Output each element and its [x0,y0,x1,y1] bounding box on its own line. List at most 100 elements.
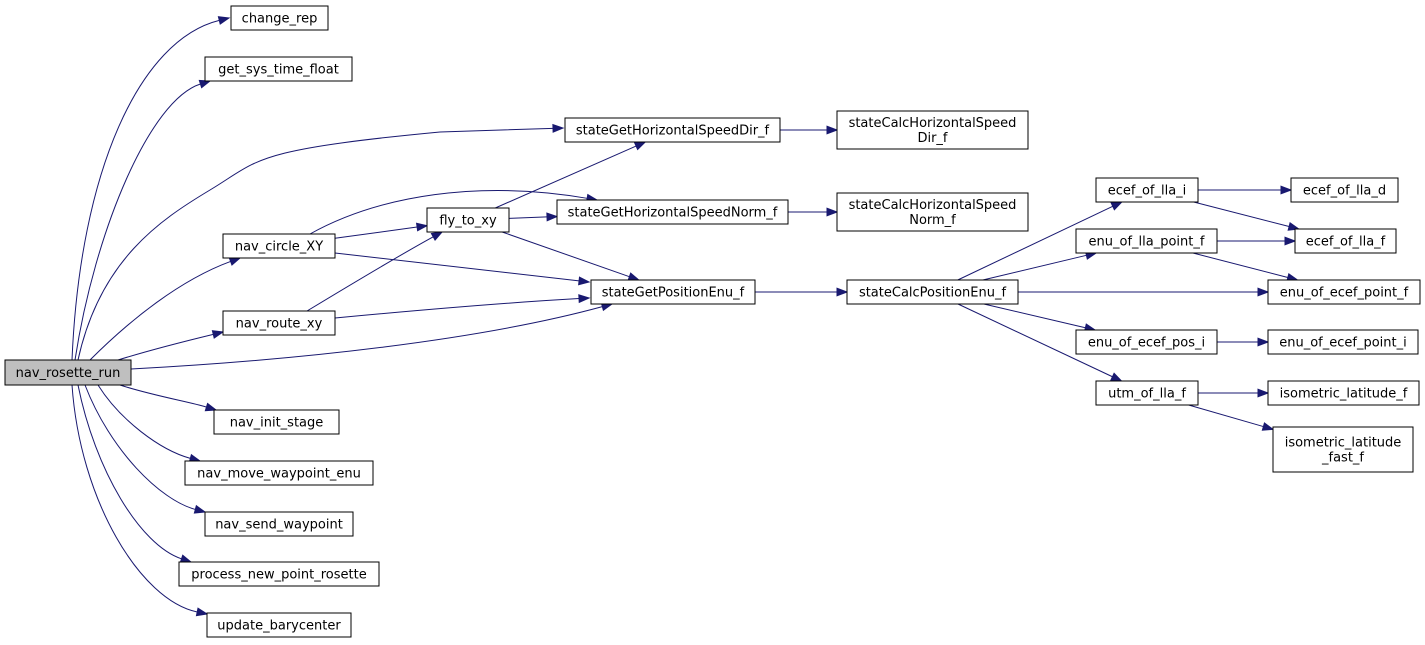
edge-utm_of_lla_f-to-isometric_latitude_fast_f [1188,404,1275,431]
node-isometric-latitude-f[interactable]: isometric_latitude_f [1267,380,1420,406]
node-label: stateCalcPositionEnu_f [859,286,1007,301]
node-ecef-of-lla-i[interactable]: ecef_of_lla_i [1095,177,1199,203]
node-label: enu_of_ecef_pos_i [1088,336,1205,351]
node-ecef-of-lla-f[interactable]: ecef_of_lla_f [1294,228,1397,254]
node-nav-send-waypoint[interactable]: nav_send_waypoint [204,511,354,537]
node-box [1272,426,1414,473]
node-update-barycenter[interactable]: update_barycenter [206,612,352,638]
arrowhead-icon [179,554,193,563]
nodes-layer: nav_rosette_run change_rep get_sys_time_fl… [4,5,1421,638]
edge-nav_rosette_run-to-change_rep [71,16,231,361]
arrowhead-icon [211,330,225,339]
arrowhead-icon [578,294,591,304]
edge-line [1193,201,1290,227]
node-label: nav_send_waypoint [215,518,343,533]
node-utm-of-lla-f[interactable]: utm_of_lla_f [1095,380,1199,406]
node-label: change_rep [242,12,318,27]
node-enu-of-ecef-point-f[interactable]: enu_of_ecef_point_f [1267,279,1421,305]
arrowhead-icon [1257,337,1270,347]
edge-nav_rosette_run-to-nav_send_waypoint [84,384,207,514]
node-nav-route-xy[interactable]: nav_route_xy [222,310,336,336]
edge-line [334,252,580,282]
node-box [426,207,510,233]
edge-line [1192,252,1288,278]
edge-line [117,333,214,361]
node-stategethorizontalspeeddir-f[interactable]: stateGetHorizontalSpeedDir_f [564,117,781,143]
node-label: process_new_point_rosette [191,568,366,583]
edge-stateCalcPositionEnu_f-to-enu_of_lla_point_f [982,251,1098,281]
node-box [1267,380,1420,406]
edge-line [982,254,1087,281]
arrowhead-icon [627,272,641,281]
edge-nav_rosette_run-to-update_barycenter [71,384,209,617]
node-box [222,310,336,336]
edge-line [130,306,603,370]
edge-nav_rosette_run-to-stateGetPositionEnu_f [130,302,614,370]
node-box [4,359,132,386]
edge-line [84,384,196,510]
arrowhead-icon [1287,222,1301,231]
node-nav-rosette-run[interactable]: nav_rosette_run [4,359,132,386]
node-process-new-point-rosette[interactable]: process_new_point_rosette [178,561,380,587]
node-label: nav_route_xy [236,317,323,332]
edge-line [77,384,182,560]
edge-line [309,190,588,235]
edge-line [495,145,637,209]
node-nav-move-waypoint-enu[interactable]: nav_move_waypoint_enu [184,460,374,486]
node-box [1095,380,1199,406]
node-enu-of-ecef-pos-i[interactable]: enu_of_ecef_pos_i [1075,329,1218,355]
node-box [230,5,329,31]
node-nav-init-stage[interactable]: nav_init_stage [213,409,340,435]
arrowhead-icon [1257,388,1270,398]
node-change-rep[interactable]: change_rep [230,5,329,31]
edge-ecef_of_lla_i-to-ecef_of_lla_d [1198,185,1293,195]
node-label-line: stateCalcHorizontalSpeed [849,198,1017,213]
node-ecef-of-lla-d[interactable]: ecef_of_lla_d [1290,177,1399,203]
node-nav-circle-xy[interactable]: nav_circle_XY [222,233,336,259]
edge-stateGetHorizontalSpeedDir_f-to-stateCalcHorizontalSpeedDir_f [780,125,839,135]
node-statecalcpositionenu-f[interactable]: stateCalcPositionEnu_f [846,279,1019,305]
node-stategethorizontalspeednorm-f[interactable]: stateGetHorizontalSpeedNorm_f [556,199,789,225]
node-box [1290,177,1399,203]
node-box [213,409,340,435]
node-stategetpositionenu-f[interactable]: stateGetPositionEnu_f [590,279,756,305]
edge-nav_rosette_run-to-process_new_point_rosette [77,384,193,563]
edge-stateCalcPositionEnu_f-to-ecef_of_lla_i [957,201,1124,281]
arrowhead-icon [546,212,559,222]
node-label: ecef_of_lla_i [1108,184,1187,199]
arrowhead-icon [1110,372,1123,382]
arrowhead-icon [1261,422,1275,431]
edge-nav_route_xy-to-stateGetPositionEnu_f [334,294,591,319]
node-isometric-latitude-fast-f[interactable]: isometric_latitude_fast_f [1272,426,1414,473]
edge-enu_of_lla_point_f-to-ecef_of_lla_f [1217,236,1297,246]
edge-fly_to_xy-to-stateGetHorizontalSpeedDir_f [495,141,647,209]
edge-line [983,303,1086,329]
edge-enu_of_lla_point_f-to-enu_of_ecef_point_f [1192,252,1299,282]
node-label: nav_move_waypoint_enu [197,467,361,482]
edge-nav_circle_XY-to-stateGetPositionEnu_f [334,252,591,286]
node-label: nav_init_stage [230,416,324,431]
node-label-line: _fast_f [1321,451,1364,466]
node-box [1075,329,1218,355]
arrowhead-icon [1257,287,1270,297]
node-box [1267,329,1419,355]
node-box [836,192,1029,232]
edge-fly_to_xy-to-stateGetHorizontalSpeedNorm_f [508,212,559,222]
node-label: stateGetPositionEnu_f [602,286,745,301]
node-fly-to-xy[interactable]: fly_to_xy [426,207,510,233]
node-get-sys-time-float[interactable]: get_sys_time_float [204,56,353,82]
node-label: stateGetHorizontalSpeedNorm_f [568,206,778,221]
node-box [206,612,352,638]
edge-line [334,298,580,319]
node-label-line: stateCalcHorizontalSpeed [849,116,1017,131]
edge-line [334,226,418,239]
edge-line [119,384,207,408]
node-box [590,279,756,305]
node-enu-of-lla-point-f[interactable]: enu_of_lla_point_f [1075,228,1218,254]
arrowhead-icon [1110,201,1124,211]
arrowhead-icon [826,207,839,217]
arrowhead-icon [633,141,647,151]
node-enu-of-ecef-point-i[interactable]: enu_of_ecef_point_i [1267,329,1419,355]
